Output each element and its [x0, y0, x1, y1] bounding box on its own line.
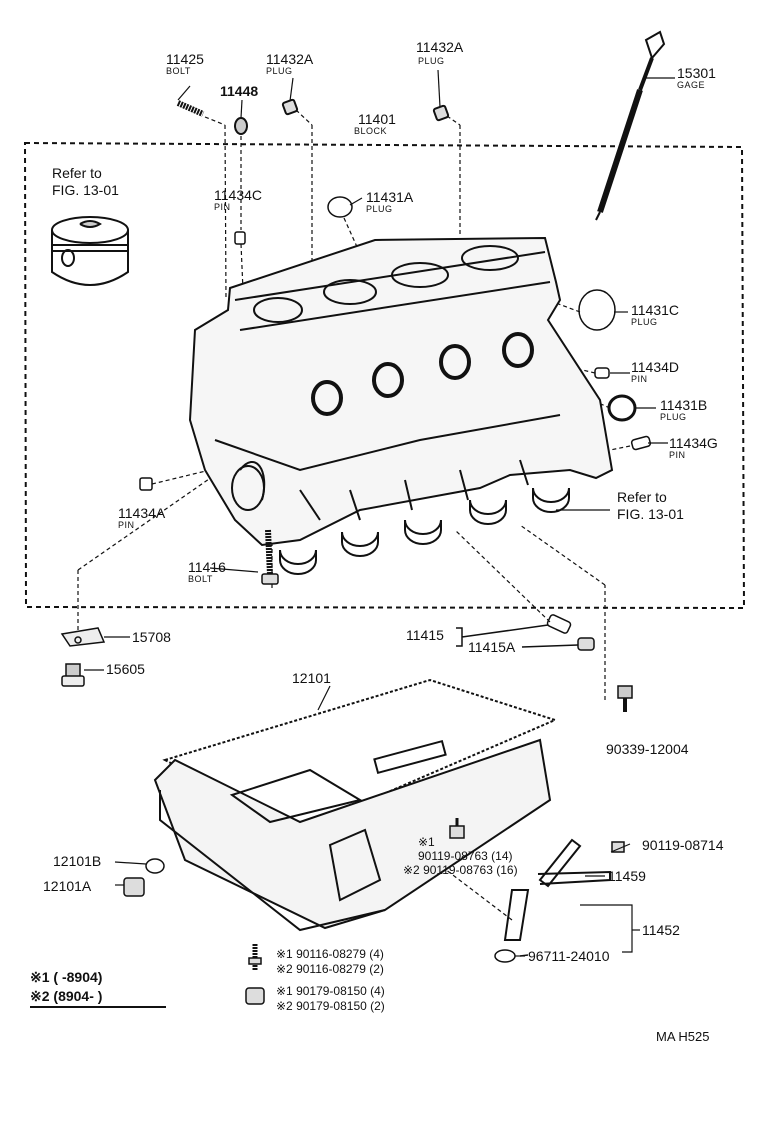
label-11432A-right: 11432A	[416, 39, 464, 55]
label-12101B: 12101B	[53, 853, 102, 869]
strainer-11452	[503, 889, 530, 941]
label-11431B: 11431B	[660, 397, 708, 413]
oil-pan	[153, 738, 552, 932]
label-11459: 11459	[608, 868, 646, 884]
bracket-11415	[456, 624, 549, 647]
label-11401: 11401	[358, 111, 396, 127]
plug-11431A	[327, 196, 353, 218]
label-11448: 11448	[220, 83, 259, 99]
pin-11434C	[234, 231, 246, 245]
bolt-15605	[61, 663, 85, 687]
bracket-15708	[60, 627, 106, 647]
legend-row-1: ※1 ( -8904)	[30, 969, 103, 985]
label-11401-block: BLOCK	[354, 126, 388, 136]
label-11434D: 11434D	[631, 359, 680, 375]
label-11416-bolt: BOLT	[188, 574, 213, 584]
diagram-code: MA H525	[656, 1029, 710, 1044]
pan-bolt-variant-2: ※2 90119-08763 (16)	[403, 863, 518, 877]
label-96711-24010: 96711-24010	[528, 948, 610, 964]
label-11432A-left: 11432A	[266, 51, 314, 67]
pipe-11459	[537, 838, 611, 888]
label-11431A: 11431A	[366, 189, 414, 205]
label-12101: 12101	[292, 670, 331, 686]
pan-bolt-variant-1: 90119-08763 (14)	[418, 849, 513, 863]
label-11434A: 11434A	[118, 505, 166, 521]
pin-11434D	[594, 367, 610, 379]
gasket-96711-24010	[494, 949, 516, 963]
label-11432A-right-plug: PLUG	[418, 56, 445, 66]
label-15708: 15708	[132, 629, 171, 645]
nut-variant-1: ※1 90179-08150 (4)	[276, 984, 385, 998]
label-11434D-pin: PIN	[631, 374, 648, 384]
pin-11434A	[139, 477, 153, 491]
legend-row-2: ※2 (8904- )	[30, 988, 103, 1004]
pan-bolt-90119-08763	[449, 818, 465, 839]
ref-left-line1: Refer to	[52, 165, 102, 181]
gasket-12101B	[145, 858, 165, 874]
label-11415: 11415	[406, 627, 444, 643]
label-11425: 11425	[166, 51, 204, 67]
label-15605: 15605	[106, 661, 145, 677]
label-11415A: 11415A	[468, 639, 516, 655]
label-11432A-left-plug: PLUG	[266, 66, 293, 76]
label-11434G: 11434G	[669, 435, 718, 451]
label-11431C-plug: PLUG	[631, 317, 658, 327]
plug-11415A	[577, 637, 595, 651]
label-11434C-pin: PIN	[214, 202, 231, 212]
label-11431B-plug: PLUG	[660, 412, 687, 422]
plug-11432A-right	[432, 104, 450, 122]
drain-plug-12101A	[123, 877, 145, 897]
pin-11434G	[630, 435, 652, 451]
stud-variant-2: ※2 90116-08279 (2)	[276, 962, 384, 976]
bearing-caps	[279, 487, 570, 575]
nut-variant-2: ※2 90179-08150 (2)	[276, 999, 385, 1013]
label-11434G-pin: PIN	[669, 450, 686, 460]
label-90339-12004: 90339-12004	[606, 741, 689, 757]
label-11425-bolt: BOLT	[166, 66, 191, 76]
plug-11431B	[607, 394, 637, 422]
label-11452: 11452	[642, 922, 680, 938]
label-11431C: 11431C	[631, 302, 680, 318]
label-11416: 11416	[188, 559, 226, 575]
block-boundary	[23, 141, 746, 610]
nut-90179-08150	[245, 987, 265, 1005]
union-11415	[546, 614, 572, 634]
oil-gauge-dipstick	[595, 30, 666, 221]
label-15301-gage: GAGE	[677, 80, 706, 90]
stud-bolt-11425	[176, 100, 205, 117]
cylinder-block	[188, 236, 614, 547]
label-90119-08714: 90119-08714	[642, 837, 724, 853]
plug-11431C	[578, 289, 616, 331]
stud-variant-1: ※1 90116-08279 (4)	[276, 947, 384, 961]
cap-bolt-11416	[261, 529, 279, 585]
ref-right-line2: FIG. 13-01	[617, 506, 684, 522]
ref-left-line2: FIG. 13-01	[52, 182, 119, 198]
stud-90116-08279	[248, 944, 262, 970]
label-15301: 15301	[677, 65, 716, 81]
label-11434A-pin: PIN	[118, 520, 135, 530]
piston	[51, 216, 129, 286]
ring-11448	[234, 117, 248, 135]
ref-right-line1: Refer to	[617, 489, 667, 505]
pan-bolt-mark1: ※1	[418, 835, 435, 849]
plug-11432A-left	[281, 98, 299, 116]
label-11434C: 11434C	[214, 187, 263, 203]
bolt-90339-12004	[617, 685, 633, 712]
label-11431A-plug: PLUG	[366, 204, 393, 214]
label-12101A: 12101A	[43, 878, 92, 894]
